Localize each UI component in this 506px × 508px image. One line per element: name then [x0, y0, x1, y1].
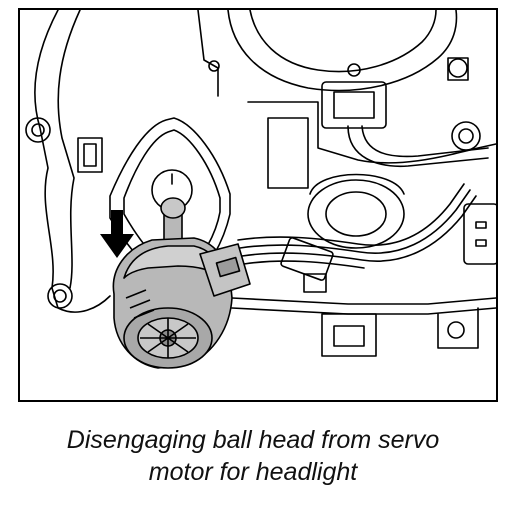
right-connector-pin-1 [475, 221, 487, 229]
upper-ridge [197, 9, 219, 97]
left-clip [77, 137, 103, 173]
upper-right-screw [448, 58, 468, 78]
wire-harness-4 [243, 260, 365, 269]
central-wires [347, 125, 489, 168]
mid-right-hole [458, 128, 474, 144]
housing-left-outline [34, 9, 111, 313]
left-clip-inner [83, 143, 97, 167]
lower-bracket-inner [333, 325, 365, 347]
central-connector [321, 81, 387, 129]
central-socket [307, 179, 405, 249]
lower-rail [231, 297, 497, 305]
ball-head [160, 197, 186, 219]
lower-left-boss [47, 283, 73, 309]
wire-harness-3 [241, 195, 477, 262]
mid-right-boss [451, 121, 481, 151]
caption-line-2: motor for headlight [148, 458, 358, 486]
left-mount-boss [25, 117, 51, 143]
arrow-down-icon [100, 210, 134, 258]
socket-collar [309, 173, 405, 195]
harness-clip-tab [303, 273, 327, 293]
servo-connector-latch [215, 256, 241, 278]
upper-right-bracket [447, 57, 469, 81]
lower-bracket [321, 313, 377, 357]
diagram-figure [18, 8, 498, 402]
harness-clip [280, 237, 334, 281]
upper-bowl [227, 9, 458, 92]
connector-screw [347, 63, 361, 77]
upper-screw [208, 60, 220, 72]
lower-left-hole [53, 289, 67, 303]
left-mount-hole [31, 123, 45, 137]
servo-ribs [125, 289, 155, 319]
figure-frame [18, 8, 498, 402]
central-connector-inner [333, 91, 375, 119]
right-connector-pin-2 [475, 239, 487, 247]
housing-left-inner [57, 9, 81, 289]
mid-right-body-lower [267, 117, 309, 189]
wire-harness-2 [239, 189, 471, 254]
caption-line-1: Disengaging ball head from servo [66, 426, 440, 454]
wire-harness-1 [237, 183, 465, 246]
lower-right-boss [447, 321, 465, 339]
upper-bowl-inner [249, 9, 437, 73]
figure-caption: Disengaging ball head from servo motor f… [0, 424, 506, 488]
right-connector [463, 203, 498, 265]
lower-right-tab [437, 307, 479, 349]
servo-gear-spokes [140, 318, 196, 358]
lower-rail-2 [231, 307, 497, 315]
central-socket-inner [325, 191, 387, 237]
